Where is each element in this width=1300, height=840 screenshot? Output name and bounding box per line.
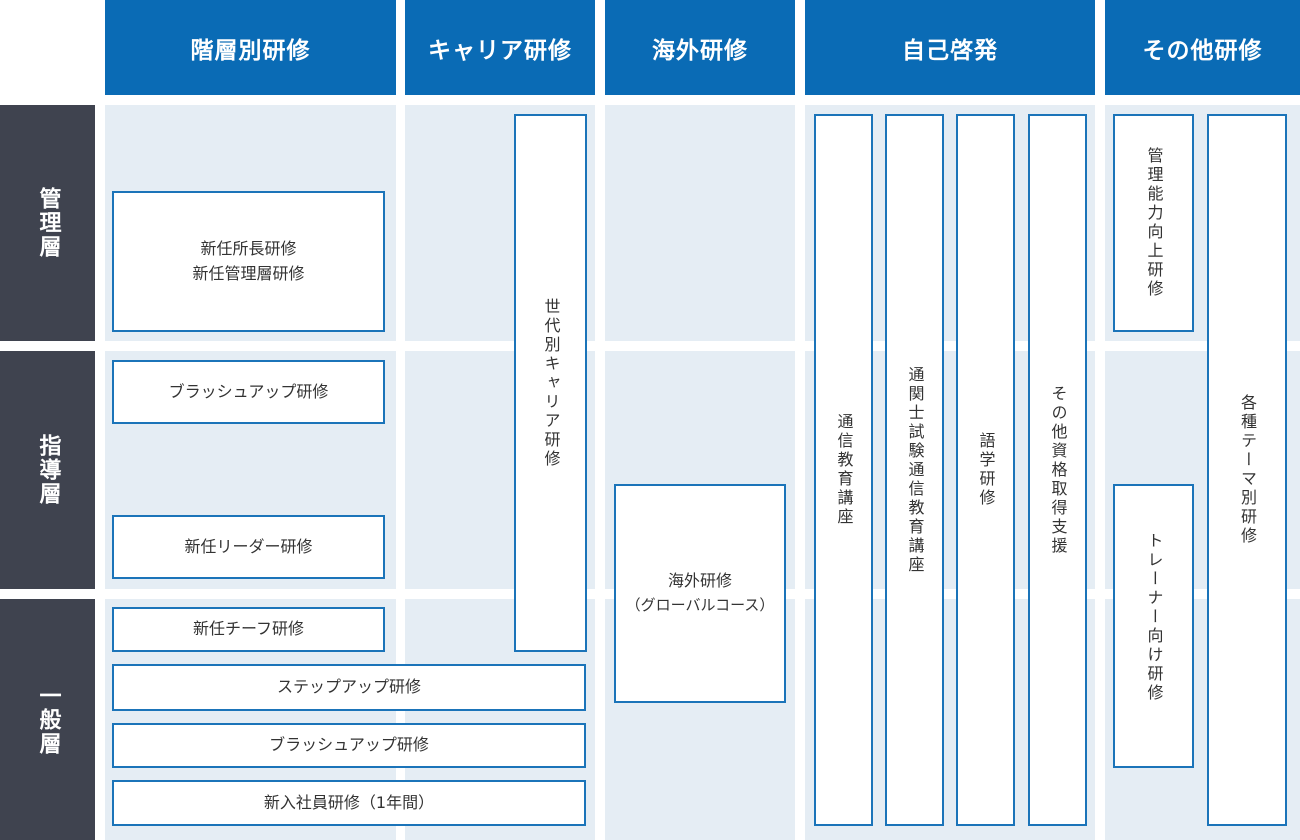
program-other-qualification: その他資格取得支援 [1028, 114, 1087, 826]
program-customs-correspondence: 通関士試験通信教育講座 [885, 114, 944, 826]
program-overseas: 海外研修 （グローバルコース） [614, 484, 786, 703]
program-trainer-label: トレーナー向け研修 [1144, 532, 1164, 703]
program-brushup-leader-label: ブラッシュアップ研修 [168, 381, 329, 401]
column-header-career-label: キャリア研修 [428, 37, 572, 64]
column-header-selfdev-label: 自己啓発 [902, 37, 998, 64]
program-language-label: 語学研修 [976, 432, 996, 508]
row-header-leadership-label: 指導層 [35, 434, 61, 506]
program-new-manager: 新任所長研修 新任管理層研修 [112, 191, 385, 332]
column-header-other-label: その他研修 [1142, 37, 1263, 64]
program-new-leader-label: 新任リーダー研修 [184, 536, 313, 556]
program-customs-correspondence-label: 通関士試験通信教育講座 [905, 365, 925, 575]
program-generation-career: 世代別キャリア研修 [514, 114, 587, 652]
program-mgmt-ability: 管理能力向上研修 [1113, 114, 1194, 332]
column-header-career: キャリア研修 [405, 0, 595, 95]
program-generation-career-label: 世代別キャリア研修 [541, 297, 561, 469]
row-header-general-label: 一般層 [35, 683, 61, 756]
program-mgmt-ability-label: 管理能力向上研修 [1144, 147, 1164, 299]
program-new-employee: 新入社員研修（1年間） [112, 780, 586, 826]
grid-cell [605, 105, 795, 341]
program-brushup-general: ブラッシュアップ研修 [112, 723, 586, 768]
row-header-management: 管理層 [0, 105, 95, 341]
column-header-tiered-label: 階層別研修 [190, 37, 311, 64]
program-correspondence-label: 通信教育講座 [834, 413, 854, 527]
program-stepup: ステップアップ研修 [112, 664, 586, 711]
program-new-chief-label: 新任チーフ研修 [192, 619, 305, 639]
row-header-general: 一般層 [0, 599, 95, 840]
program-brushup-general-label: ブラッシュアップ研修 [269, 735, 429, 755]
program-trainer: トレーナー向け研修 [1113, 484, 1194, 768]
column-header-tiered: 階層別研修 [105, 0, 396, 95]
program-new-employee-label: 新入社員研修（1年間） [263, 792, 435, 812]
program-theme: 各種テーマ別研修 [1207, 114, 1287, 826]
column-header-overseas: 海外研修 [605, 0, 795, 95]
program-new-leader: 新任リーダー研修 [112, 515, 385, 579]
program-new-manager-line2: 新任管理層研修 [192, 263, 305, 283]
program-other-qualification-label: その他資格取得支援 [1048, 384, 1068, 556]
program-overseas-line2: （グローバルコース） [625, 596, 775, 615]
program-language: 語学研修 [956, 114, 1015, 826]
program-overseas-line1: 海外研修 [667, 571, 732, 591]
program-correspondence: 通信教育講座 [814, 114, 873, 826]
column-header-other: その他研修 [1105, 0, 1300, 95]
program-theme-label: 各種テーマ別研修 [1238, 394, 1257, 546]
column-header-overseas-label: 海外研修 [652, 37, 748, 64]
column-header-selfdev: 自己啓発 [805, 0, 1095, 95]
row-header-leadership: 指導層 [0, 351, 95, 589]
program-brushup-leader: ブラッシュアップ研修 [112, 360, 385, 424]
program-stepup-label: ステップアップ研修 [276, 677, 421, 697]
row-header-management-label: 管理層 [35, 187, 61, 259]
program-new-manager-line1: 新任所長研修 [200, 238, 297, 258]
program-new-chief: 新任チーフ研修 [112, 607, 385, 652]
